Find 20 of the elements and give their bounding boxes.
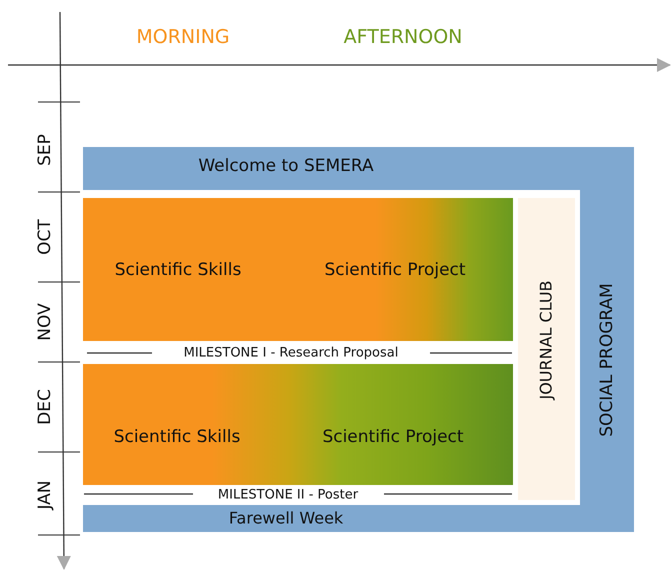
activity-block: [83, 364, 513, 485]
milestone-label: MILESTONE I - Research Proposal: [184, 346, 398, 360]
milestone-label: MILESTONE II - Poster: [218, 488, 358, 502]
block-heading: Scientific Skills: [114, 260, 242, 280]
month-label: DEC: [35, 389, 55, 425]
activity-bar: [518, 198, 575, 500]
month-label: OCT: [35, 219, 55, 255]
block-heading: Scientific Skills: [114, 427, 240, 447]
block-heading: Scientific Project: [324, 260, 466, 280]
band-heading: SOCIAL PROGRAM: [597, 283, 617, 437]
time-of-day-heading: MORNING: [136, 26, 230, 48]
band-heading: Farewell Week: [228, 508, 344, 528]
block-heading: JOURNAL CLUB: [536, 280, 556, 400]
time-of-day-heading: AFTERNOON: [344, 26, 462, 48]
block-heading: Scientific Project: [322, 427, 464, 447]
band-heading: Welcome to SEMERA: [198, 156, 374, 176]
month-label: JAN: [35, 480, 55, 510]
month-label: NOV: [35, 303, 55, 341]
month-label: SEP: [35, 134, 55, 166]
activity-block: [83, 198, 513, 341]
